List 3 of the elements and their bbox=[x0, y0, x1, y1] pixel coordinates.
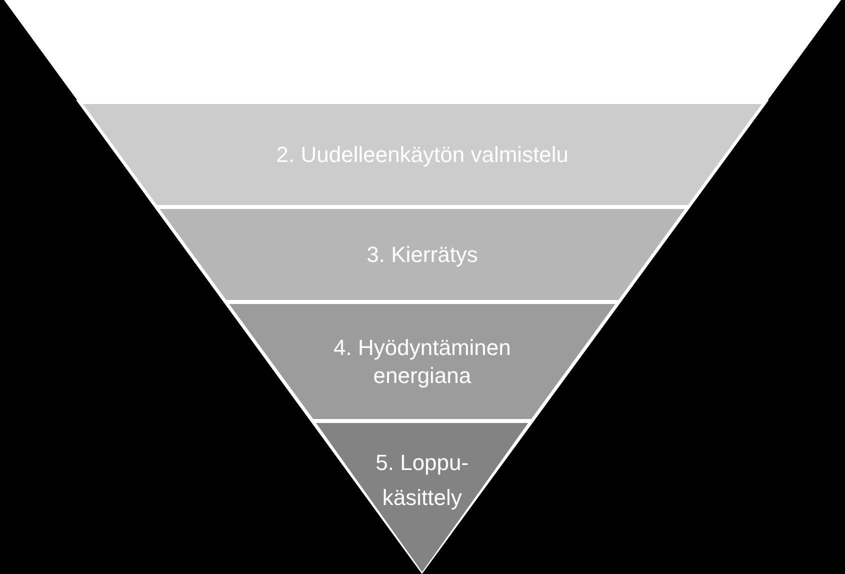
tier-label: 3. Kierrätys bbox=[366, 240, 478, 268]
tier-label: 4. Hyödyntäminen energiana bbox=[332, 334, 512, 390]
tier-label: 5. Loppu- käsittely bbox=[374, 449, 470, 512]
